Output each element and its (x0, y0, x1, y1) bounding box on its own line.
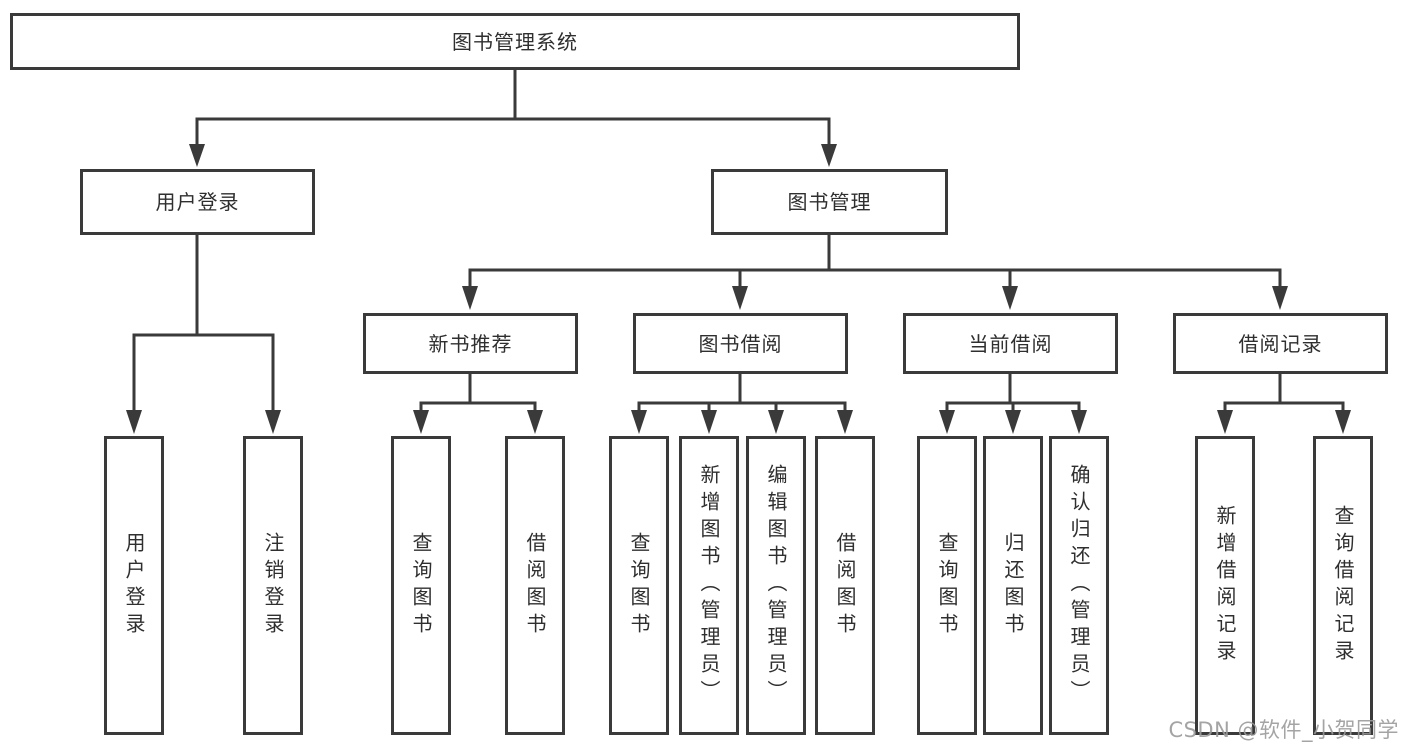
node-leaf-confirm-return-admin: 确认归还︵管理员︶ (1049, 436, 1109, 735)
node-label: 查询借阅记录 (1331, 504, 1355, 667)
node-leaf-logout-login: 注销登录 (243, 436, 303, 735)
node-leaf-query-books-recommend: 查询图书 (391, 436, 451, 735)
node-leaf-borrow-books-recommend: 借阅图书 (505, 436, 565, 735)
node-label: 当前借阅 (968, 331, 1053, 356)
csdn-watermark: CSDN @软件_小贺同学 (1168, 718, 1399, 742)
node-leaf-query-borrow-record: 查询借阅记录 (1313, 436, 1373, 735)
node-current-borrowing: 当前借阅 (903, 313, 1118, 374)
node-label: 确认归还︵管理员︶ (1067, 464, 1091, 707)
node-leaf-user-login: 用户登录 (104, 436, 164, 735)
node-label: 借阅图书 (523, 531, 547, 640)
node-label: 图书借阅 (698, 331, 783, 356)
node-label: 用户登录 (122, 531, 146, 640)
node-label: 用户登录 (155, 190, 240, 214)
node-label: 新增图书︵管理员︶ (697, 464, 721, 707)
node-leaf-edit-book-admin: 编辑图书︵管理员︶ (746, 436, 806, 735)
node-label: 编辑图书︵管理员︶ (764, 464, 788, 707)
node-book-management-group: 图书管理 (711, 169, 948, 235)
node-leaf-borrow-books-borrowing: 借阅图书 (815, 436, 875, 735)
node-label: 查询图书 (409, 531, 433, 640)
node-label: 图书管理系统 (452, 29, 578, 54)
node-leaf-query-books-current: 查询图书 (917, 436, 977, 735)
node-label: 借阅记录 (1238, 331, 1323, 356)
node-label: 新增借阅记录 (1213, 504, 1237, 667)
node-leaf-query-books-borrowing: 查询图书 (609, 436, 669, 735)
node-leaf-add-book-admin: 新增图书︵管理员︶ (679, 436, 739, 735)
node-label: 查询图书 (935, 531, 959, 640)
node-label: 归还图书 (1001, 531, 1025, 640)
node-leaf-add-borrow-record: 新增借阅记录 (1195, 436, 1255, 735)
node-borrowing-records: 借阅记录 (1173, 313, 1388, 374)
node-label: 借阅图书 (833, 531, 857, 640)
node-user-login-group: 用户登录 (80, 169, 315, 235)
node-label: 图书管理 (787, 190, 872, 214)
node-library-management-system: 图书管理系统 (10, 13, 1020, 70)
node-new-book-recommend: 新书推荐 (363, 313, 578, 374)
node-label: 新书推荐 (428, 331, 513, 356)
node-label: 注销登录 (261, 531, 285, 640)
node-book-borrowing: 图书借阅 (633, 313, 848, 374)
node-leaf-return-books: 归还图书 (983, 436, 1043, 735)
node-label: 查询图书 (627, 531, 651, 640)
